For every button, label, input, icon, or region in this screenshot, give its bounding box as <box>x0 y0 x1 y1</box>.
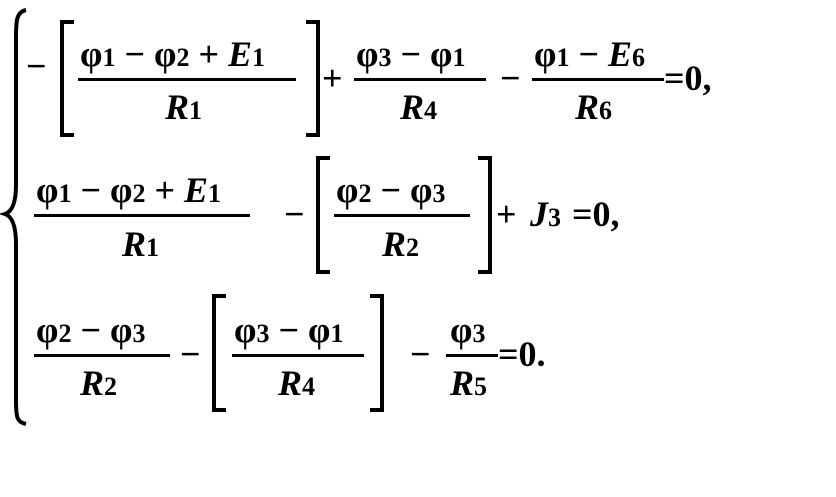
fraction-bar <box>34 354 170 357</box>
plus-sign: + <box>322 58 343 98</box>
minus-sign: − <box>410 334 431 374</box>
fraction-denominator: R1 <box>165 87 203 127</box>
row3-right-bracket <box>370 294 384 412</box>
fraction-bar <box>334 214 470 217</box>
row3-left-bracket <box>212 294 226 412</box>
equals-zero: =0, <box>664 58 712 98</box>
fraction-denominator: R6 <box>575 87 613 127</box>
minus-sign: − <box>26 46 47 86</box>
fraction-denominator: R1 <box>122 224 160 264</box>
fraction-numerator: φ3 <box>450 310 486 350</box>
fraction-bar <box>232 354 364 357</box>
fraction-numerator: φ3 − φ1 <box>234 310 344 350</box>
plus-sign: + <box>496 194 517 234</box>
fraction-bar <box>354 78 486 81</box>
fraction-numerator: φ3 − φ1 <box>356 34 466 74</box>
fraction-bar <box>532 78 664 81</box>
equals-zero: =0. <box>498 334 546 374</box>
source-term: J3 <box>530 194 561 234</box>
fraction-bar <box>34 214 250 217</box>
fraction-numerator: φ1 − φ2 + E1 <box>80 34 265 74</box>
minus-sign: − <box>284 194 305 234</box>
fraction-numerator: φ1 − φ2 + E1 <box>36 170 221 210</box>
row1-left-bracket <box>60 20 74 137</box>
row2-left-bracket <box>316 156 330 274</box>
row1-right-bracket <box>306 20 320 137</box>
fraction-bar <box>446 354 498 357</box>
fraction-numerator: φ1 − E6 <box>534 34 645 74</box>
fraction-denominator: R2 <box>80 363 118 403</box>
equals-zero: =0, <box>572 194 620 234</box>
fraction-bar <box>78 78 296 81</box>
row2-right-bracket <box>478 156 492 274</box>
system-curly-brace <box>0 8 27 426</box>
fraction-denominator: R4 <box>278 363 316 403</box>
fraction-numerator: φ2 − φ3 <box>36 310 146 350</box>
fraction-denominator: R5 <box>450 363 488 403</box>
fraction-denominator: R2 <box>382 224 420 264</box>
minus-sign: − <box>180 334 201 374</box>
fraction-denominator: R4 <box>400 87 438 127</box>
minus-sign: − <box>500 58 521 98</box>
fraction-numerator: φ2 − φ3 <box>336 170 446 210</box>
